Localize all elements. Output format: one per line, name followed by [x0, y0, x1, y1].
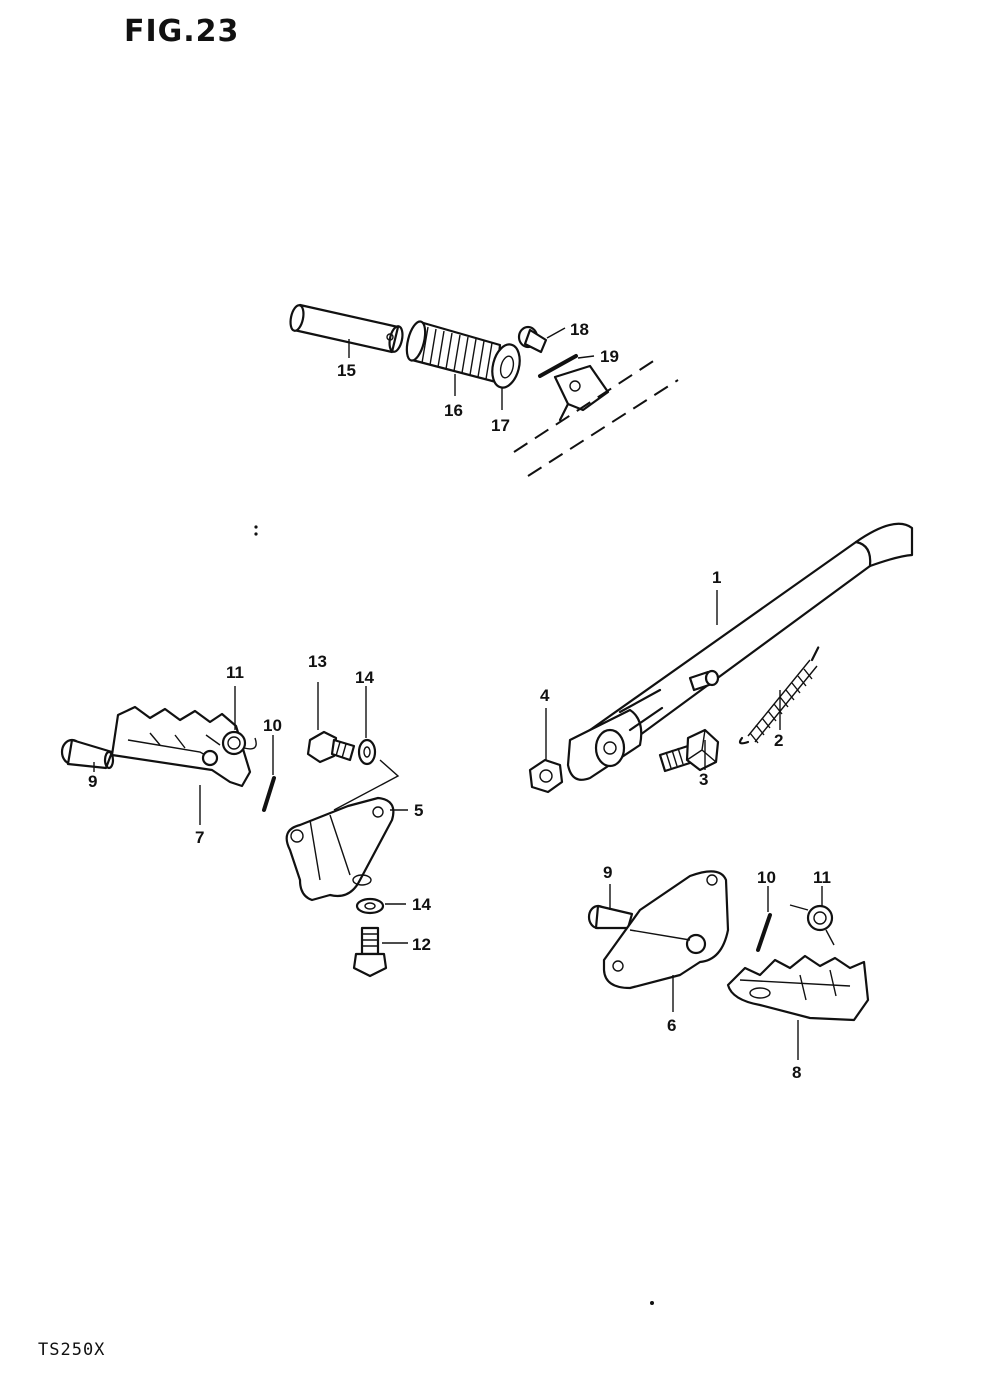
frame-bracket-mount	[553, 364, 610, 422]
stray-mark	[254, 532, 258, 536]
part-8-footrest-right	[726, 954, 870, 1022]
part-2-spring	[738, 646, 820, 745]
part-7-footrest-left	[110, 705, 252, 788]
part-14-washer-bottom	[355, 897, 385, 915]
part-19-cotter-pin	[538, 354, 595, 378]
callout-8: 8	[792, 1063, 801, 1082]
callout-3: 3	[699, 770, 708, 789]
stray-mark	[254, 525, 258, 529]
callout-12: 12	[412, 935, 431, 954]
part-5-bracket	[285, 796, 395, 902]
part-16-rubber-grip	[405, 320, 502, 384]
callout-1: 1	[712, 568, 721, 587]
callout-6: 6	[667, 1016, 676, 1035]
callout-11-right: 11	[813, 868, 831, 887]
part-17-washer	[491, 343, 521, 389]
callout-5: 5	[414, 801, 423, 820]
part-9-pin-left	[60, 738, 115, 770]
callout-9-right: 9	[603, 863, 612, 882]
callout-19: 19	[600, 347, 619, 366]
callout-16: 16	[444, 401, 463, 420]
callout-11-left: 11	[226, 663, 244, 682]
stray-mark	[650, 1301, 654, 1305]
part-10-cotter-left	[262, 776, 276, 812]
part-15-pivot-pin	[289, 303, 404, 354]
callout-9-left: 9	[88, 772, 97, 791]
part-12-bolt	[352, 926, 388, 978]
callout-13: 13	[308, 652, 327, 671]
part-4-nut	[528, 758, 564, 794]
frame-outline-dashed	[513, 357, 679, 477]
callout-10-right: 10	[757, 868, 776, 887]
part-9-pin-right	[587, 904, 634, 930]
callout-10-left: 10	[263, 716, 282, 735]
part-1-side-stand	[566, 522, 914, 781]
callout-17: 17	[491, 416, 510, 435]
figure-title: FIG.23	[124, 14, 240, 49]
part-11-spring-left	[205, 730, 257, 756]
part-10-cotter-right	[756, 913, 772, 952]
part-18-clevis-pin	[517, 325, 566, 354]
callout-14-top: 14	[355, 668, 374, 687]
part-13-bolt	[306, 730, 356, 764]
callout-18: 18	[570, 320, 589, 339]
callout-4: 4	[540, 686, 550, 705]
part-14-washer-top	[333, 738, 400, 811]
callout-7: 7	[195, 828, 204, 847]
part-6-footrest-bracket	[602, 870, 730, 990]
callout-14-bottom: 14	[412, 895, 431, 914]
part-11-spring-right	[789, 904, 835, 946]
model-code: TS250X	[38, 1340, 106, 1360]
callout-2: 2	[774, 731, 783, 750]
callout-15: 15	[337, 361, 356, 380]
part-3-bolt	[658, 728, 720, 773]
